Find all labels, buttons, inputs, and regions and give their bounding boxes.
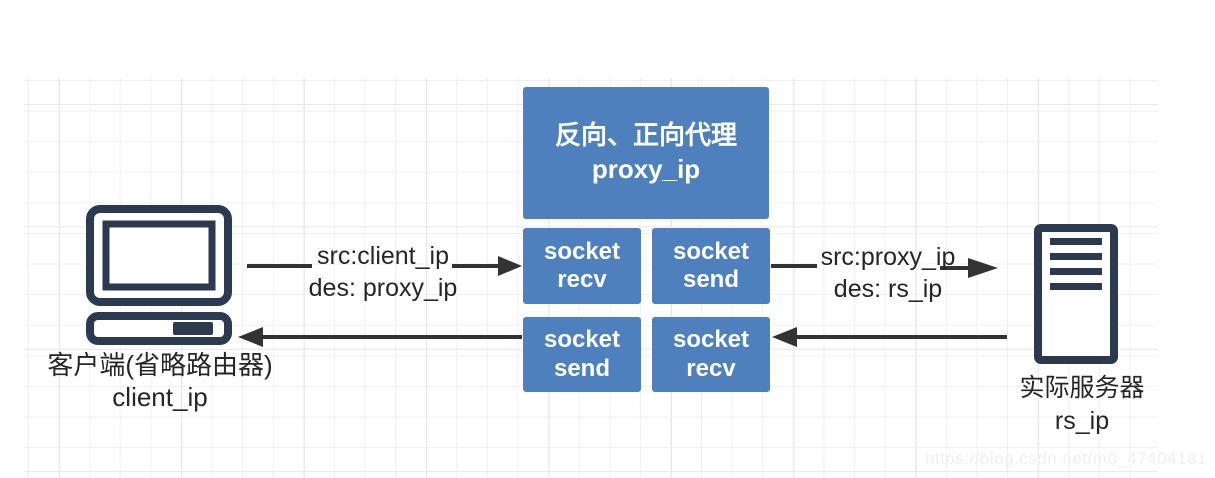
socket-recv-top-box: socket recv xyxy=(523,228,641,304)
server-name: 实际服务器 xyxy=(1019,374,1145,402)
socket-recv-bottom-box: socket recv xyxy=(652,317,770,392)
watermark-url: https://blog.csdn.net/m0_47404181 xyxy=(924,449,1207,468)
proxy-title-box: 反向、正向代理 proxy_ip xyxy=(523,87,769,219)
socket-label: socket xyxy=(672,237,750,265)
client-computer-icon xyxy=(86,205,232,345)
flow-src-line: src:proxy_ip xyxy=(820,243,956,271)
socket-label: send xyxy=(553,354,610,382)
socket-label: recv xyxy=(686,354,736,382)
socket-send-top-box: socket send xyxy=(652,228,770,304)
flow-label-proxy-to-server: src:proxy_ip des: rs_ip xyxy=(778,242,998,305)
socket-label: socket xyxy=(543,326,621,354)
client-name: 客户端(省略路由器) xyxy=(47,350,273,380)
flow-src-line: src:client_ip xyxy=(317,242,449,270)
socket-label: socket xyxy=(543,237,621,265)
socket-label: recv xyxy=(557,266,607,293)
socket-send-bottom-box: socket send xyxy=(523,317,641,392)
proxy-title-line2: proxy_ip xyxy=(591,154,701,184)
socket-label: send xyxy=(682,266,739,293)
client-label: 客户端(省略路由器) client_ip xyxy=(20,349,300,413)
server-ip: rs_ip xyxy=(1054,406,1110,435)
flow-des-line: des: rs_ip xyxy=(833,274,943,303)
proxy-title-line1: 反向、正向代理 xyxy=(554,120,737,151)
socket-label: socket xyxy=(672,326,750,354)
flow-des-line: des: proxy_ip xyxy=(308,273,458,302)
server-label: 实际服务器 rs_ip xyxy=(1000,372,1164,437)
client-ip: client_ip xyxy=(112,382,208,413)
flow-label-client-to-proxy: src:client_ip des: proxy_ip xyxy=(273,241,493,304)
server-icon xyxy=(1034,224,1118,364)
